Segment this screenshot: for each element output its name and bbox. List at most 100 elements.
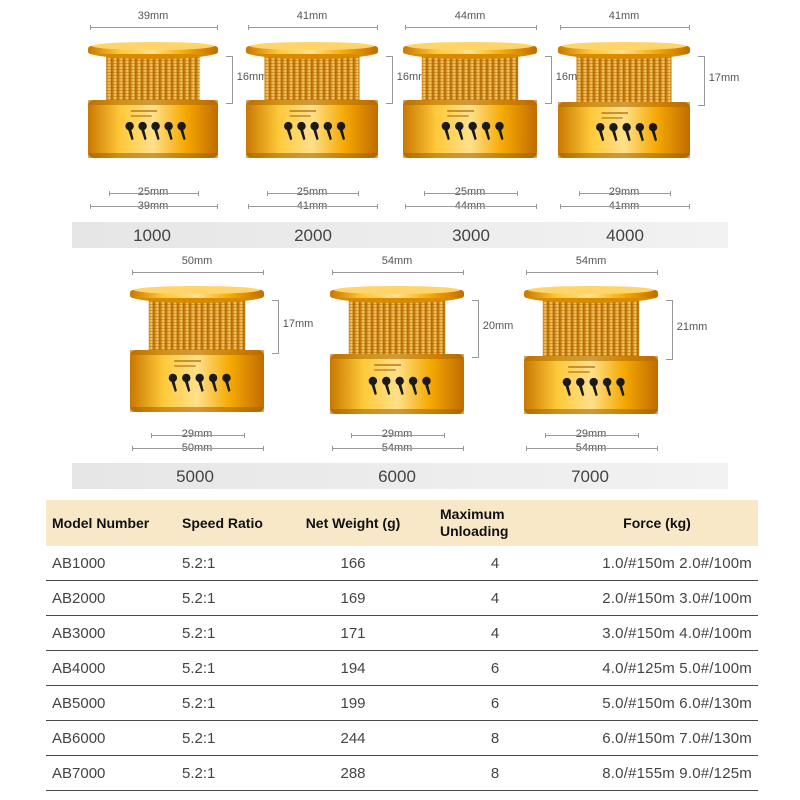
dim-line-top-2000 bbox=[248, 25, 378, 30]
model-label-1000: 1000 bbox=[133, 226, 171, 245]
dim-line-bottom-2000 bbox=[248, 204, 378, 209]
cell-speed-ratio: 5.2:1 bbox=[176, 580, 272, 616]
cell-max-unloading: 4 bbox=[434, 615, 556, 651]
dim-line-height-3000 bbox=[545, 56, 552, 104]
dim-height-7000: 21mm bbox=[676, 321, 708, 333]
spool-image-6000 bbox=[330, 286, 464, 414]
dim-line-bottom-3000 bbox=[405, 204, 537, 209]
dim-line-top-7000 bbox=[526, 270, 658, 275]
cell-model: AB3000 bbox=[46, 615, 176, 651]
model-label-5000: 5000 bbox=[176, 467, 214, 486]
dim-inner-7000: 29mm bbox=[575, 428, 607, 440]
dim-top-1000: 39mm bbox=[137, 10, 169, 22]
dim-line-bottom-6000 bbox=[332, 446, 464, 451]
dim-inner-4000: 29mm bbox=[608, 186, 640, 198]
model-label-6000: 6000 bbox=[378, 467, 416, 486]
dim-inner-6000: 29mm bbox=[381, 428, 413, 440]
dim-top-5000: 50mm bbox=[181, 255, 213, 267]
cell-speed-ratio: 5.2:1 bbox=[176, 685, 272, 721]
spool-image-7000 bbox=[524, 286, 658, 414]
cell-max-unloading: 4 bbox=[434, 580, 556, 616]
dim-line-top-3000 bbox=[405, 25, 537, 30]
cell-force: 4.0/#125m 5.0#/100m bbox=[556, 650, 758, 686]
cell-speed-ratio: 5.2:1 bbox=[176, 615, 272, 651]
cell-speed-ratio: 5.2:1 bbox=[176, 650, 272, 686]
cell-force: 5.0/#150m 6.0#/130m bbox=[556, 685, 758, 721]
cell-net-weight: 166 bbox=[272, 546, 434, 581]
cell-speed-ratio: 5.2:1 bbox=[176, 755, 272, 791]
cell-speed-ratio: 5.2:1 bbox=[176, 720, 272, 756]
header-force: Force (kg) bbox=[623, 514, 691, 531]
cell-model: AB4000 bbox=[46, 650, 176, 686]
model-label-3000: 3000 bbox=[452, 226, 490, 245]
dim-line-top-5000 bbox=[132, 270, 264, 275]
cell-max-unloading: 8 bbox=[434, 720, 556, 756]
dim-top-6000: 54mm bbox=[381, 255, 413, 267]
spec-table: Model Number Speed Ratio Net Weight (g) … bbox=[46, 500, 758, 791]
model-label-7000: 7000 bbox=[571, 467, 609, 486]
cell-model: AB5000 bbox=[46, 685, 176, 721]
spec-table-header: Model Number Speed Ratio Net Weight (g) … bbox=[46, 500, 758, 546]
cell-model: AB1000 bbox=[46, 546, 176, 581]
dim-line-height-2000 bbox=[386, 56, 393, 104]
dim-line-top-4000 bbox=[560, 25, 690, 30]
dim-line-inner-3000 bbox=[424, 191, 518, 196]
cell-force: 3.0/#150m 4.0#/100m bbox=[556, 615, 758, 651]
dim-line-inner-4000 bbox=[579, 191, 671, 196]
dim-line-inner-2000 bbox=[267, 191, 359, 196]
spool-image-5000 bbox=[130, 286, 264, 412]
cell-force: 6.0/#150m 7.0#/130m bbox=[556, 720, 758, 756]
cell-force: 8.0/#155m 9.0#/125m bbox=[556, 755, 758, 791]
header-net-weight: Net Weight (g) bbox=[305, 514, 401, 531]
cell-max-unloading: 4 bbox=[434, 546, 556, 581]
dim-height-2000: 16mm bbox=[396, 71, 428, 83]
dim-inner-1000: 25mm bbox=[137, 186, 169, 198]
dim-line-bottom-4000 bbox=[560, 204, 690, 209]
dim-inner-5000: 29mm bbox=[181, 428, 213, 440]
dim-top-4000: 41mm bbox=[608, 10, 640, 22]
dim-height-5000: 17mm bbox=[282, 318, 314, 330]
cell-model: AB7000 bbox=[46, 755, 176, 791]
cell-net-weight: 194 bbox=[272, 650, 434, 686]
dim-line-inner-5000 bbox=[151, 433, 245, 438]
spool-image-2000 bbox=[246, 42, 378, 158]
spool-image-1000 bbox=[88, 42, 218, 158]
cell-force: 2.0/#150m 3.0#/100m bbox=[556, 580, 758, 616]
dim-line-inner-6000 bbox=[351, 433, 445, 438]
dim-height-1000: 16mm bbox=[236, 71, 268, 83]
model-label-2000: 2000 bbox=[294, 226, 332, 245]
dim-line-top-1000 bbox=[90, 25, 218, 30]
dim-line-bottom-7000 bbox=[526, 446, 658, 451]
cell-net-weight: 244 bbox=[272, 720, 434, 756]
dim-line-inner-1000 bbox=[108, 191, 200, 196]
header-maximum-unloading: Maximum Unloading bbox=[440, 506, 509, 539]
dim-top-7000: 54mm bbox=[575, 255, 607, 267]
cell-net-weight: 199 bbox=[272, 685, 434, 721]
header-model-number: Model Number bbox=[52, 514, 150, 531]
cell-net-weight: 169 bbox=[272, 580, 434, 616]
dim-top-3000: 44mm bbox=[454, 10, 486, 22]
dim-height-6000: 20mm bbox=[482, 320, 514, 332]
dim-height-4000: 17mm bbox=[708, 72, 740, 84]
dim-line-bottom-5000 bbox=[132, 446, 264, 451]
header-speed-ratio: Speed Ratio bbox=[182, 514, 263, 531]
model-band-row-2 bbox=[72, 463, 728, 489]
cell-max-unloading: 6 bbox=[434, 685, 556, 721]
dim-line-height-7000 bbox=[666, 300, 673, 360]
dim-line-inner-7000 bbox=[545, 433, 639, 438]
model-band-row-1 bbox=[72, 222, 728, 248]
cell-model: AB2000 bbox=[46, 580, 176, 616]
spool-image-3000 bbox=[403, 42, 537, 158]
cell-model: AB6000 bbox=[46, 720, 176, 756]
spool-image-4000 bbox=[558, 42, 690, 158]
dim-line-height-1000 bbox=[226, 56, 233, 104]
dim-line-bottom-1000 bbox=[90, 204, 218, 209]
dim-top-2000: 41mm bbox=[296, 10, 328, 22]
